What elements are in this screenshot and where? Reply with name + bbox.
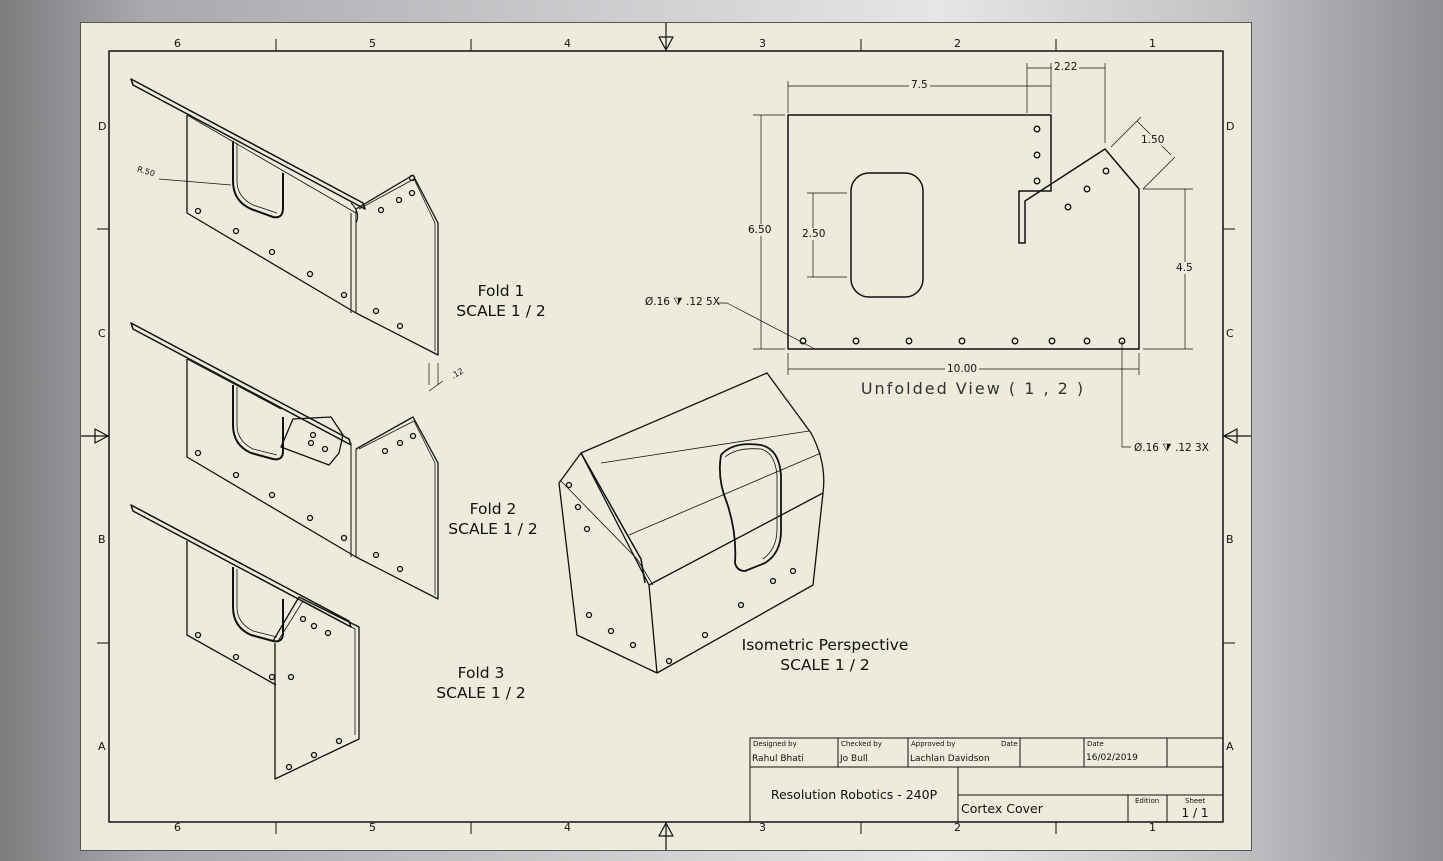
zone-col-top-6: 6 <box>174 37 181 50</box>
checked-by-label: Checked by <box>841 740 882 748</box>
iso-front-wall <box>656 492 824 674</box>
dim-6-50: 6.50 <box>746 224 774 236</box>
title-block-lines <box>749 737 1224 823</box>
zone-col-bottom-2: 2 <box>954 821 961 834</box>
approved-by-value: Lachlan Davidson <box>910 754 990 764</box>
iso-holes <box>565 481 797 665</box>
designed-by-label: Designed by <box>753 740 797 748</box>
zone-row-right-a: A <box>1226 740 1234 753</box>
zone-row-left-b: B <box>98 533 106 546</box>
fold3-holes <box>194 615 343 771</box>
fold2-side-panel <box>355 416 439 600</box>
fold3-front-panel <box>272 596 360 780</box>
fold1-view <box>130 78 444 392</box>
fold1-title: Fold 1 <box>477 282 525 300</box>
dim-7-5: 7.5 <box>909 79 930 91</box>
fold2-view <box>130 322 439 600</box>
iso-top-surface <box>580 372 825 586</box>
company-name: Resolution Robotics - 240P <box>770 787 938 802</box>
fold2-title: Fold 2 <box>469 500 517 518</box>
date-value: 16/02/2019 <box>1086 753 1138 763</box>
sheet-number: 1 / 1 <box>1181 806 1209 820</box>
zone-row-left-a: A <box>98 740 106 753</box>
zone-col-top-5: 5 <box>369 37 376 50</box>
designed-by-value: Rahul Bhati <box>752 754 804 764</box>
unfolded-title: Unfolded View ( 1 , 2 ) <box>860 379 1086 398</box>
zone-ticks <box>97 39 1235 834</box>
dim-2-22: 2.22 <box>1052 61 1080 73</box>
zone-col-bottom-4: 4 <box>564 821 571 834</box>
zone-row-right-b: B <box>1226 533 1234 546</box>
fold2-bent-tab <box>280 416 344 466</box>
zone-row-right-c: C <box>1226 327 1234 340</box>
hole-note-5x: Ø.16 ⧩ .12 5X <box>645 296 720 308</box>
zone-col-top-3: 3 <box>759 37 766 50</box>
iso-title: Isometric Perspective <box>741 636 909 654</box>
drawing-canvas <box>81 23 1251 850</box>
fold1-cutout <box>232 141 284 219</box>
zone-col-top-2: 2 <box>954 37 961 50</box>
dim-2-50: 2.50 <box>800 228 828 240</box>
zone-col-bottom-3: 3 <box>759 821 766 834</box>
fold3-title: Fold 3 <box>457 664 505 682</box>
fold1-scale: SCALE 1 / 2 <box>456 302 546 320</box>
fold1-holes <box>194 174 416 330</box>
zone-row-right-d: D <box>1226 120 1235 133</box>
center-marks <box>81 23 1251 850</box>
fold3-cutout <box>232 567 284 643</box>
unfolded-outline <box>787 114 1140 350</box>
drawing-sheet: 6 5 4 3 2 1 6 5 4 3 2 1 D C B A D C B A … <box>80 22 1252 851</box>
iso-view <box>558 372 825 674</box>
approved-by-label: Approved by <box>911 740 956 748</box>
checked-by-value: Jo Bull <box>840 754 868 764</box>
fold1-main-panel <box>186 115 357 314</box>
zone-row-left-d: D <box>98 120 107 133</box>
edition-label: Edition <box>1135 797 1160 805</box>
dim-4-5: 4.5 <box>1174 262 1195 274</box>
fold1-label: Fold 1 SCALE 1 / 2 <box>441 281 561 321</box>
zone-row-left-c: C <box>98 327 106 340</box>
zone-col-bottom-1: 1 <box>1149 821 1156 834</box>
fold1-flap <box>130 78 366 210</box>
approval-date-label: Date <box>1001 740 1018 748</box>
fold1-side-panel <box>355 174 439 356</box>
iso-side-panel <box>558 452 658 674</box>
date-label: Date <box>1087 740 1104 748</box>
part-name: Cortex Cover <box>961 801 1043 816</box>
unfolded-cutout <box>850 172 924 298</box>
sheet-label: Sheet <box>1185 797 1206 805</box>
fold2-label: Fold 2 SCALE 1 / 2 <box>433 499 553 539</box>
dim-1-50: 1.50 <box>1139 134 1167 146</box>
unfolded-view <box>717 63 1193 448</box>
iso-label: Isometric Perspective SCALE 1 / 2 <box>735 635 915 675</box>
iso-cutout <box>718 443 782 572</box>
fold3-view <box>130 504 360 780</box>
fold2-cutout <box>232 385 284 461</box>
fold2-flap <box>130 322 352 446</box>
fold2-scale: SCALE 1 / 2 <box>448 520 538 538</box>
fold1-radius-leader <box>158 178 232 186</box>
zone-col-bottom-5: 5 <box>369 821 376 834</box>
fold2-holes <box>194 431 417 573</box>
zone-col-top-1: 1 <box>1149 37 1156 50</box>
fold3-label: Fold 3 SCALE 1 / 2 <box>421 663 541 703</box>
dim-10-00: 10.00 <box>945 363 980 375</box>
iso-scale: SCALE 1 / 2 <box>780 656 870 674</box>
zone-col-top-4: 4 <box>564 37 571 50</box>
hole-note-3x: Ø.16 ⧩ .12 3X <box>1134 442 1209 454</box>
unfolded-holes <box>799 125 1126 345</box>
zone-col-bottom-6: 6 <box>174 821 181 834</box>
fold3-scale: SCALE 1 / 2 <box>436 684 526 702</box>
